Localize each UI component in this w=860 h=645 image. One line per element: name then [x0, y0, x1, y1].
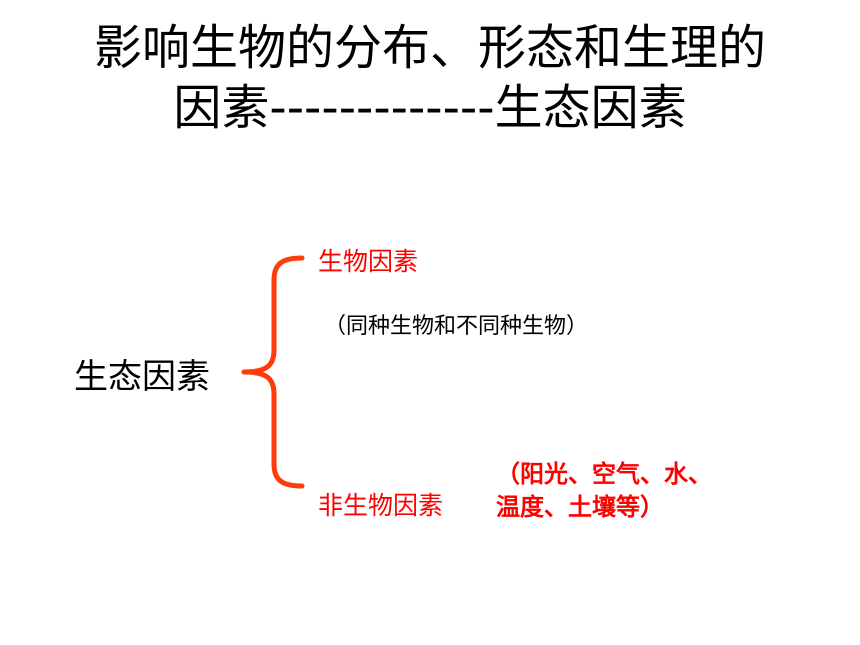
biotic-factors-note: （同种生物和不同种生物）: [324, 314, 589, 339]
title-line-1: 影响生物的分布、形态和生理的: [93, 20, 766, 76]
slide-title: 影响生物的分布、形态和生理的 因素-------------生态因素: [20, 18, 840, 138]
curly-brace-icon: [241, 255, 305, 489]
ecological-factors-term: 生态因素: [74, 357, 210, 397]
abiotic-note-line-1: （阳光、空气、水、: [496, 461, 712, 488]
title-line-2: 因素-------------生态因素: [173, 80, 687, 136]
abiotic-factors-label: 非生物因素: [318, 491, 444, 520]
biotic-factors-label: 生物因素: [318, 247, 419, 276]
abiotic-note-line-2: 温度、土壤等）: [496, 494, 664, 521]
abiotic-factors-note: （阳光、空气、水、 温度、土壤等）: [496, 458, 796, 524]
